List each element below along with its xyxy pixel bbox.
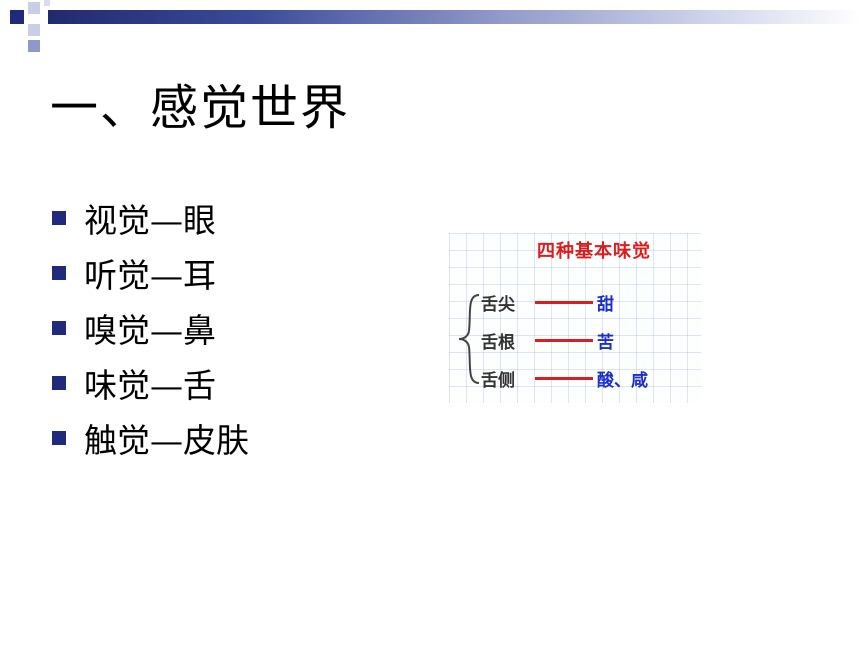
connector-line	[535, 376, 593, 380]
bullet-square-icon	[52, 430, 66, 445]
connector-line	[535, 300, 593, 304]
bullet-list: 视觉—眼 听觉—耳 嗅觉—鼻 味觉—舌 触觉—皮肤	[52, 190, 249, 465]
deco-square	[28, 2, 40, 14]
list-item: 嗅觉—鼻	[52, 300, 249, 355]
taste-label: 甜	[597, 294, 614, 315]
bullet-square-icon	[52, 375, 66, 390]
taste-row: 舌尖 甜	[481, 291, 614, 315]
list-item-label: 嗅觉—鼻	[84, 310, 216, 350]
deco-square	[28, 40, 40, 52]
list-item: 触觉—皮肤	[52, 410, 249, 465]
taste-label: 苦	[597, 332, 614, 353]
list-item-label: 视觉—眼	[84, 200, 216, 240]
list-item-label: 味觉—舌	[84, 365, 216, 405]
figure-title: 四种基本味觉	[537, 241, 651, 262]
slide-title: 一、感觉世界	[50, 80, 351, 136]
deco-square	[44, 0, 50, 6]
taste-row: 舌根 苦	[481, 329, 614, 353]
bullet-square-icon	[52, 320, 66, 335]
list-item-label: 触觉—皮肤	[84, 420, 249, 460]
list-item: 听觉—耳	[52, 245, 249, 300]
list-item: 视觉—眼	[52, 190, 249, 245]
tongue-part: 舌尖	[481, 294, 515, 315]
taste-row: 舌侧 酸、咸	[481, 367, 648, 391]
taste-figure: 四种基本味觉 舌尖 甜 舌根 苦 舌侧 酸、咸	[449, 233, 701, 403]
deco-square	[28, 24, 40, 36]
brace-icon	[458, 294, 480, 384]
tongue-part: 舌根	[481, 332, 515, 353]
taste-label: 酸、咸	[597, 370, 648, 391]
list-item: 味觉—舌	[52, 355, 249, 410]
header-decoration	[0, 0, 860, 60]
tongue-part: 舌侧	[481, 370, 515, 391]
bullet-square-icon	[52, 265, 66, 280]
bullet-square-icon	[52, 210, 66, 225]
connector-line	[535, 338, 593, 342]
list-item-label: 听觉—耳	[84, 255, 216, 295]
header-bar	[48, 10, 860, 24]
deco-square	[10, 10, 24, 24]
